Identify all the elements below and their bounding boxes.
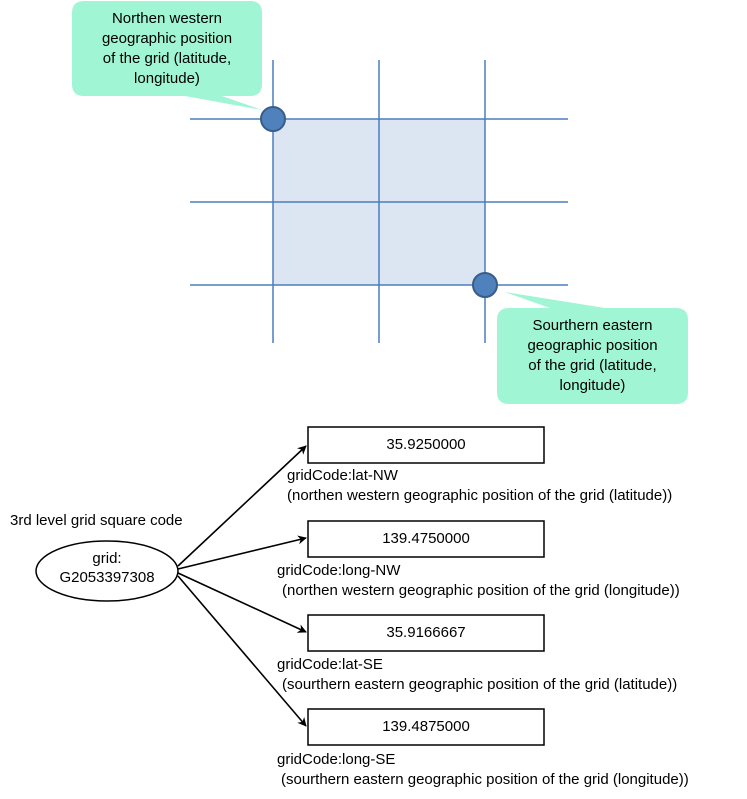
- desc-lat-nw: (northen western geographic position of …: [287, 487, 673, 504]
- value-long-se: 139.4875000: [382, 718, 470, 735]
- value-box-lat-nw: [307, 426, 545, 464]
- value-lat-nw: 35.9250000: [386, 436, 466, 453]
- se-corner-marker: [472, 272, 498, 298]
- value-boxes: [307, 426, 545, 746]
- se-callout-line4: longitude): [559, 377, 626, 394]
- nw-corner-marker: [260, 106, 286, 132]
- nw-callout-bubble: [72, 1, 262, 110]
- grid-node-line1: grid:: [92, 550, 122, 567]
- arrow-long-se: [177, 575, 307, 727]
- arrow-lat-se: [177, 572, 307, 633]
- property-arrows: [177, 445, 307, 727]
- code-lat-nw: gridCode:lat-NW: [287, 467, 398, 484]
- grid-node-label: grid: G2053397308: [37, 549, 177, 587]
- grid-node-caption: 3rd level grid square code: [10, 512, 183, 529]
- nw-callout-line1: Northen western: [111, 10, 223, 27]
- code-long-nw: gridCode:long-NW: [277, 562, 401, 579]
- value-box-long-nw: [307, 520, 545, 558]
- arrow-long-nw: [177, 535, 307, 570]
- code-long-se: gridCode:long-SE: [277, 751, 396, 768]
- arrow-lat-nw: [177, 445, 307, 567]
- nw-callout-line2: geographic position: [101, 30, 233, 47]
- desc-lat-se: (sourthern eastern geographic position o…: [282, 676, 678, 693]
- se-callout-line1: Sourthern eastern: [532, 317, 653, 334]
- code-lat-se: gridCode:lat-SE: [277, 656, 383, 673]
- value-lat-se: 35.9166667: [386, 624, 466, 641]
- nw-callout-line4: longitude): [134, 70, 200, 87]
- se-callout-bubble: [497, 292, 688, 404]
- nw-callout: Northen western geographic position of t…: [74, 6, 260, 92]
- se-callout: Sourthern eastern geographic position of…: [499, 312, 686, 400]
- desc-long-nw: (northen western geographic position of …: [282, 582, 680, 599]
- nw-callout-line3: of the grid (latitude,: [102, 50, 232, 67]
- se-callout-line3: of the grid (latitude,: [528, 357, 657, 374]
- value-box-long-se: [307, 708, 545, 746]
- value-box-lat-se: [307, 614, 545, 652]
- grid-node-line2: G2053397308: [59, 569, 155, 586]
- grid-lines: [190, 60, 568, 343]
- grid-node-ellipse: [35, 540, 179, 602]
- desc-long-se: (sourthern eastern geographic position o…: [281, 771, 689, 788]
- value-long-nw: 139.4750000: [382, 530, 470, 547]
- se-callout-line2: geographic position: [527, 337, 658, 354]
